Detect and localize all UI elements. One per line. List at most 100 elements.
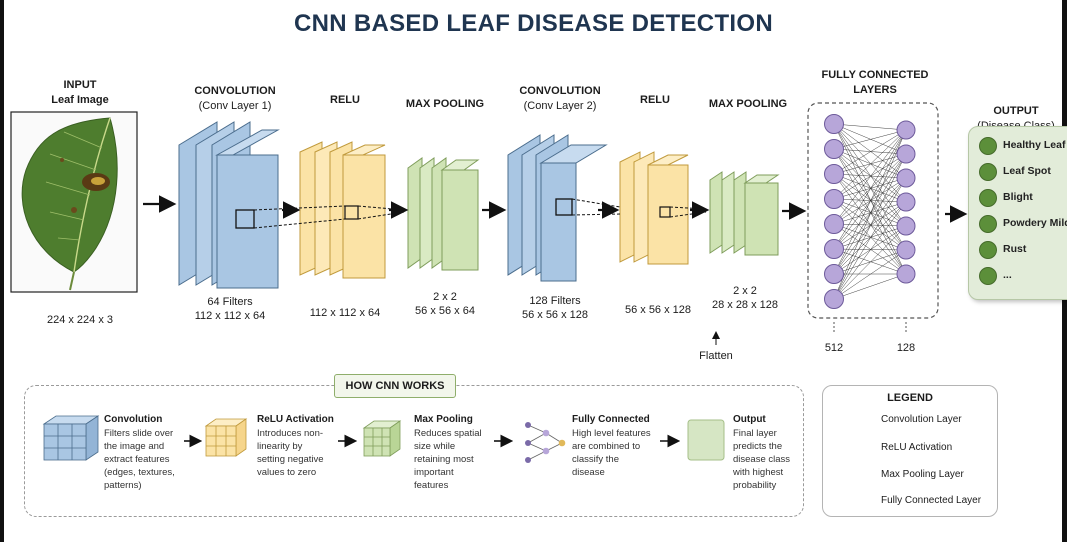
fc-link: [833, 225, 907, 250]
fc-link: [833, 148, 907, 251]
how-cnn-works-title: HOW CNN WORKS: [334, 374, 456, 398]
fc-link: [833, 198, 907, 275]
pool-grid-icon: [362, 420, 402, 457]
fc-label: FULLY CONNECTED LAYERS: [821, 69, 929, 96]
flatten-label: Flatten: [699, 350, 733, 362]
fc-link: [833, 223, 907, 251]
fc-node: [824, 164, 844, 184]
input-label: INPUT Leaf Image: [51, 79, 109, 106]
fc-link: [833, 123, 907, 131]
conv-layer-2-block: [507, 134, 608, 282]
step-maxpool-title: Max Pooling: [414, 414, 473, 425]
fc-link: [833, 225, 907, 275]
fc-link: [833, 173, 907, 179]
legend-conv-label: Convolution Layer: [881, 414, 962, 425]
step-output-title: Output: [733, 414, 766, 425]
fc-link: [833, 129, 907, 250]
fc-left-units: 512: [824, 342, 844, 354]
fc-connections: [833, 123, 907, 300]
output-dot-icon: [979, 137, 997, 155]
fc-node: [824, 214, 844, 234]
output-class-item: ...: [979, 267, 1067, 285]
fc-node: [824, 264, 844, 284]
relu-layer-2-block: [619, 151, 689, 265]
fc-node: [896, 240, 916, 260]
legend-pool-label: Max Pooling Layer: [881, 469, 964, 480]
output-class-item: Powdery Mildew: [979, 215, 1067, 233]
output-classes-box: Healthy Leaf Leaf Spot Blight Powdery Mi…: [968, 126, 1067, 300]
output-class-item: Healthy Leaf: [979, 137, 1067, 155]
fc-link: [833, 177, 907, 200]
fc-nodes: [824, 114, 916, 309]
fc-node: [896, 216, 916, 236]
output-class-item: Leaf Spot: [979, 163, 1067, 181]
fc-node: [896, 120, 916, 140]
leaf-image: [10, 111, 138, 293]
legend-fc-label: Fully Connected Layer: [881, 495, 982, 506]
output-class-item: Blight: [979, 189, 1067, 207]
fc-link: [833, 148, 907, 275]
input-dims: 224 x 224 x 3: [46, 314, 114, 326]
fc-link: [833, 129, 907, 175]
fc-link: [833, 173, 907, 275]
pool1-dims: 2 x 2 56 x 56 x 64: [415, 291, 475, 317]
fc-link: [833, 248, 907, 251]
relu1-dims: 112 x 112 x 64: [309, 307, 381, 319]
fc-link: [833, 173, 907, 251]
legend-relu-label: ReLU Activation: [881, 442, 953, 453]
relu1-label: RELU: [330, 94, 360, 106]
output-dot-icon: [979, 241, 997, 259]
fc-link: [833, 201, 907, 300]
relu-grid-icon: [204, 418, 248, 457]
fc-node: [824, 139, 844, 159]
fc-link: [833, 123, 907, 251]
page-title: CNN BASED LEAF DISEASE DETECTION: [294, 10, 773, 37]
output-dot-icon: [979, 215, 997, 233]
fc-node: [824, 239, 844, 259]
left-frame-border: [0, 0, 4, 542]
fc-link: [833, 123, 907, 155]
fc-link: [833, 148, 907, 227]
fc-link: [833, 129, 907, 300]
fc-link: [833, 173, 907, 203]
fc-link: [833, 249, 907, 300]
fc-link: [833, 223, 907, 227]
fc-link: [833, 129, 907, 275]
pool-layer-1-block: [407, 157, 480, 271]
output-dot-icon: [979, 267, 997, 285]
fc-node: [824, 114, 844, 134]
relu2-dims: 56 x 56 x 128: [624, 304, 692, 316]
fc-link: [833, 198, 907, 227]
fc-node: [824, 289, 844, 309]
relu2-label: RELU: [640, 94, 670, 106]
legend-panel: LEGEND Convolution Layer ReLU Activation…: [822, 385, 998, 517]
pool1-label: MAX POOLING: [405, 98, 485, 110]
fc-network-icon: [525, 422, 566, 463]
fc-link: [833, 148, 907, 203]
fc-link: [833, 223, 907, 275]
fc-node: [896, 144, 916, 164]
fc-node: [896, 264, 916, 284]
fc-link: [833, 129, 907, 225]
conv1-label: CONVOLUTION (Conv Layer 1): [194, 85, 276, 112]
fc-link: [833, 123, 907, 275]
fc-right-units: 128: [896, 342, 916, 354]
fc-node: [824, 189, 844, 209]
fc-link: [833, 225, 907, 300]
fc-link: [833, 177, 907, 225]
fc-link: [833, 201, 907, 275]
conv-layer-1-block: [178, 121, 280, 289]
fc-link: [833, 198, 907, 203]
fc-link: [833, 248, 907, 275]
fc-node: [896, 192, 916, 212]
fc-link: [833, 249, 907, 275]
fc-link: [833, 123, 907, 227]
output-class-item: Rust: [979, 241, 1067, 259]
fc-link: [833, 123, 907, 179]
fc-node: [896, 168, 916, 188]
step-relu-title: ReLU Activation: [257, 414, 334, 425]
